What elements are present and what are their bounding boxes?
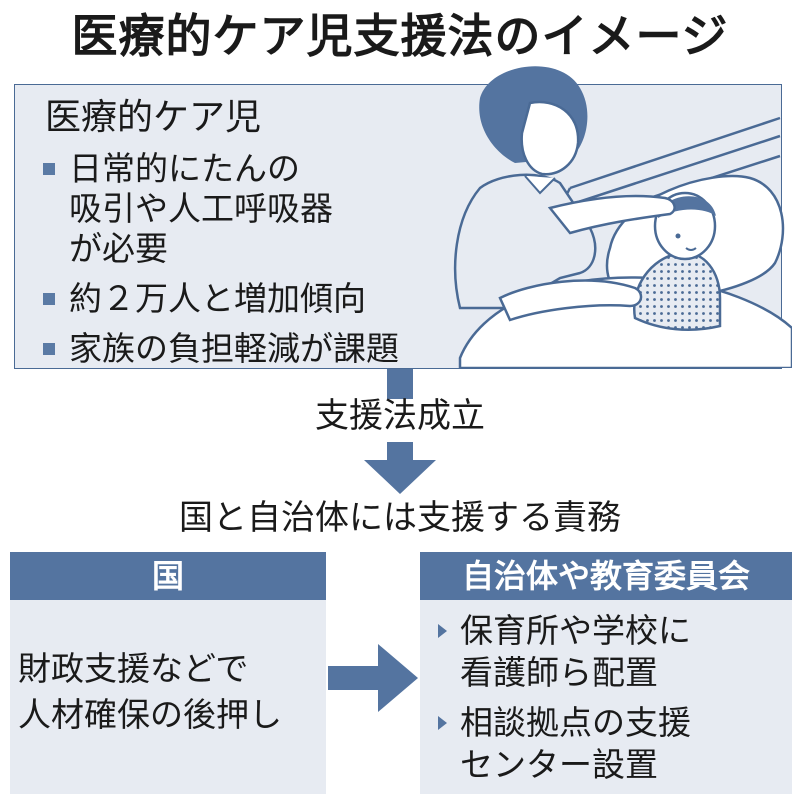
flow-arrow-stem (387, 369, 413, 399)
measures-list: 保育所や学校に 看護師ら配置 相談拠点の支援 センター設置 (430, 610, 691, 794)
box-title: 医療的ケア児 (45, 97, 262, 138)
list-item-line: 保育所や学校に (460, 611, 691, 650)
arrow-right-icon (328, 644, 418, 712)
list-item: 約２万人と増加傾向 (39, 279, 459, 319)
triangle-bullet-icon (438, 716, 447, 730)
list-item: 保育所や学校に 看護師ら配置 (430, 610, 691, 694)
square-bullet-icon (43, 343, 55, 355)
list-item-line: 看護師ら配置 (460, 653, 658, 692)
feature-list: 日常的にたんの 吸引や人工呼吸器 が必要 約２万人と増加傾向 家族の負担軽減が課… (39, 149, 459, 379)
list-item-line: が必要 (69, 229, 168, 268)
triangle-bullet-icon (438, 624, 447, 638)
national-government-panel: 国 財政支援などで 人材確保の後押し (10, 552, 326, 794)
list-item-line: 日常的にたんの (69, 149, 300, 188)
list-item: 相談拠点の支援 センター設置 (430, 702, 691, 786)
panel-header: 国 (10, 552, 326, 600)
list-item-line: 相談拠点の支援 (460, 703, 691, 742)
list-item-line: 吸引や人工呼吸器 (69, 189, 333, 228)
local-government-panel: 自治体や教育委員会 保育所や学校に 看護師ら配置 相談拠点の支援 センター設置 (420, 552, 792, 794)
panel-text-line: 財政支援などで (18, 649, 249, 688)
list-item-line: 家族の負担軽減が課題 (69, 329, 399, 368)
arrow-down-icon (364, 442, 436, 494)
flow-label: 支援法成立 (315, 396, 485, 436)
panel-text-line: 人材確保の後押し (18, 695, 282, 734)
list-item: 日常的にたんの 吸引や人工呼吸器 が必要 (39, 149, 459, 269)
square-bullet-icon (43, 293, 55, 305)
list-item: 家族の負担軽減が課題 (39, 329, 459, 369)
page-title: 医療的ケア児支援法のイメージ (71, 9, 729, 63)
panel-text: 財政支援などで 人材確保の後押し (18, 646, 282, 738)
list-item-line: 約２万人と増加傾向 (69, 279, 366, 318)
nurse-child-illustration (453, 66, 792, 368)
list-item-line: センター設置 (460, 745, 658, 784)
panel-header: 自治体や教育委員会 (420, 552, 792, 600)
duty-text: 国と自治体には支援する責務 (179, 498, 621, 538)
square-bullet-icon (43, 163, 55, 175)
